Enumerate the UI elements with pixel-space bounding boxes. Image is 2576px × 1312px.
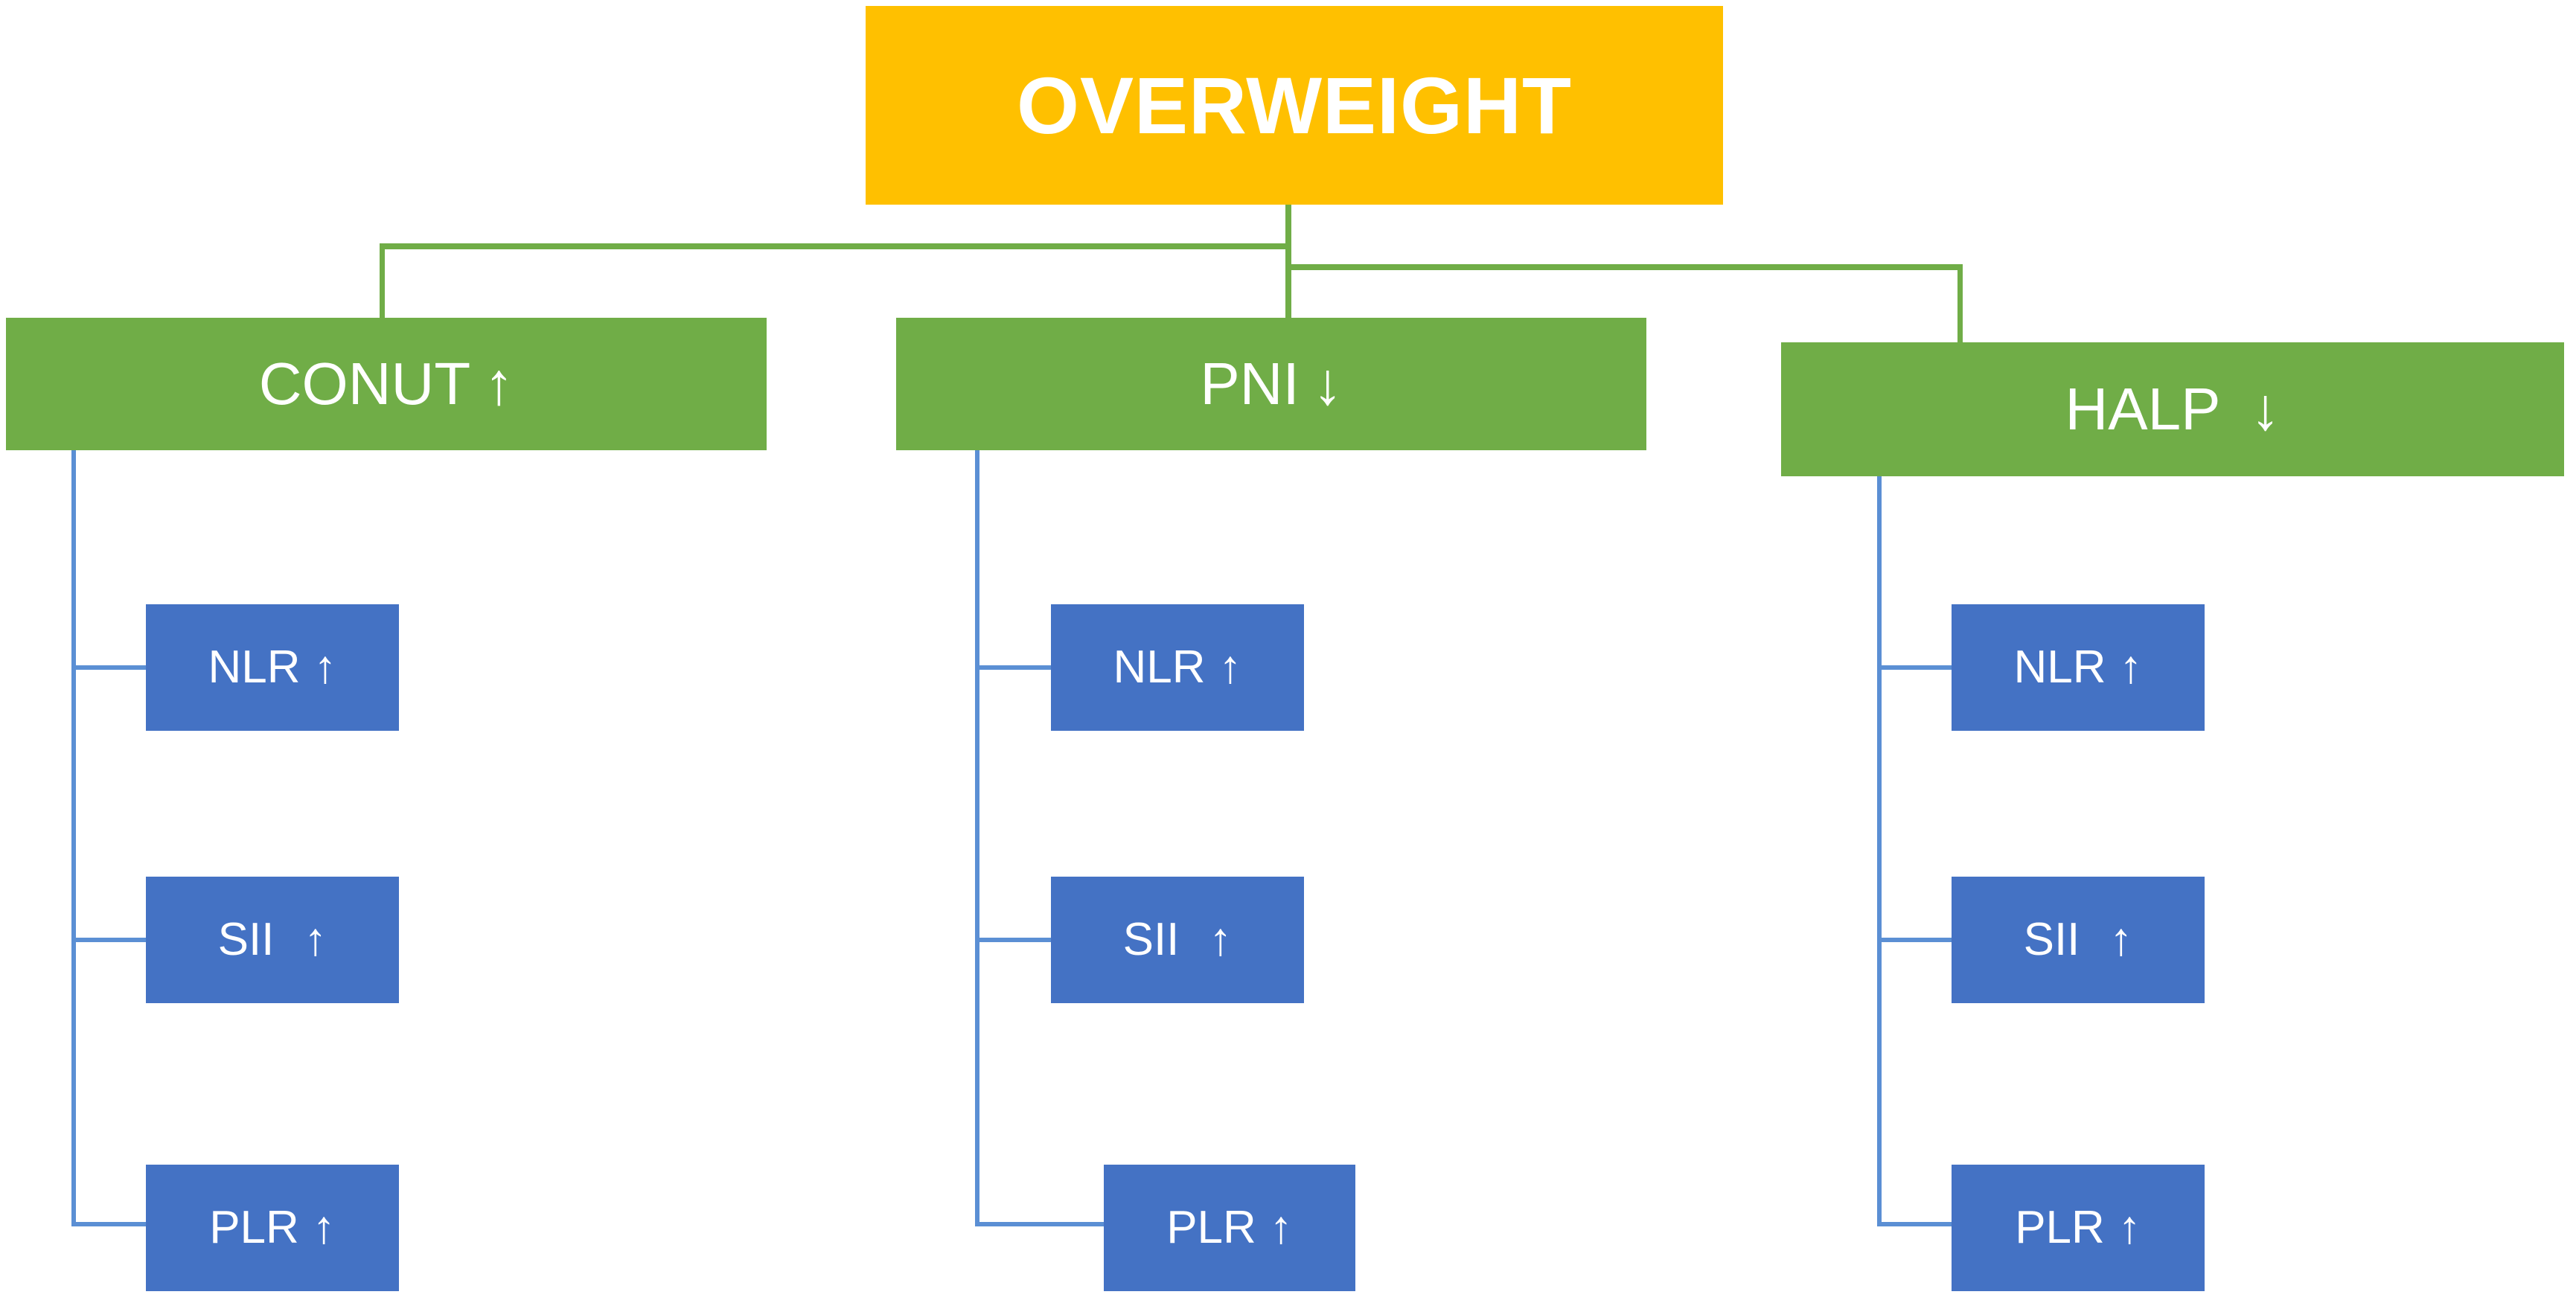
arrow-up-icon: ↑	[484, 351, 514, 417]
connector-col1-to-sii	[71, 938, 147, 942]
arrow-up-icon: ↑	[1218, 641, 1242, 693]
connector-branch-left-horizontal	[380, 243, 1289, 249]
connector-col1-spine	[71, 450, 76, 1226]
connector-col1-to-plr	[71, 1222, 147, 1226]
connector-col2-to-nlr	[975, 665, 1053, 670]
connector-col2-spine	[975, 450, 979, 1226]
node-conut-plr-label: PLR	[209, 1202, 299, 1253]
node-overweight[interactable]: OVERWEIGHT	[866, 6, 1723, 205]
node-halp-label: HALP	[2065, 376, 2221, 442]
connector-col3-to-plr	[1877, 1222, 1953, 1226]
node-halp-plr-label: PLR	[2015, 1202, 2105, 1253]
arrow-up-icon: ↑	[2119, 641, 2143, 693]
arrow-up-icon: ↑	[1269, 1202, 1293, 1253]
node-conut[interactable]: CONUT ↑	[6, 318, 767, 450]
node-pni-plr-label: PLR	[1166, 1202, 1256, 1253]
node-conut-plr[interactable]: PLR ↑	[146, 1165, 399, 1291]
node-pni-nlr-label: NLR	[1113, 641, 1206, 693]
arrow-up-icon: ↑	[1209, 914, 1233, 965]
node-pni-plr[interactable]: PLR ↑	[1104, 1165, 1355, 1291]
arrow-up-icon: ↑	[312, 1202, 336, 1253]
connector-branch-right-horizontal	[1285, 264, 1963, 270]
connector-branch-right-drop	[1957, 264, 1963, 342]
connector-col2-to-plr	[975, 1222, 1106, 1226]
node-conut-sii[interactable]: SII ↑	[146, 877, 399, 1003]
node-halp-sii[interactable]: SII ↑	[1952, 877, 2205, 1003]
connector-col1-to-nlr	[71, 665, 147, 670]
node-halp[interactable]: HALP ↓	[1781, 342, 2564, 476]
node-conut-label: CONUT	[258, 351, 471, 417]
node-halp-plr[interactable]: PLR ↑	[1952, 1165, 2205, 1291]
connector-col2-to-sii	[975, 938, 1053, 942]
node-conut-nlr[interactable]: NLR ↑	[146, 604, 399, 731]
connector-col3-to-sii	[1877, 938, 1953, 942]
node-pni-label: PNI	[1200, 351, 1300, 417]
node-conut-sii-label: SII	[217, 914, 275, 965]
arrow-up-icon: ↑	[313, 641, 337, 693]
arrow-down-icon: ↓	[2250, 376, 2281, 442]
node-pni[interactable]: PNI ↓	[896, 318, 1646, 450]
node-overweight-label: OVERWEIGHT	[1016, 60, 1573, 150]
connector-branch-left-drop	[380, 243, 385, 318]
connector-col3-to-nlr	[1877, 665, 1953, 670]
arrow-up-icon: ↑	[304, 914, 327, 965]
node-halp-sii-label: SII	[2023, 914, 2080, 965]
node-pni-nlr[interactable]: NLR ↑	[1051, 604, 1304, 731]
arrow-up-icon: ↑	[2109, 914, 2133, 965]
node-halp-nlr-label: NLR	[2013, 641, 2106, 693]
arrow-down-icon: ↓	[1312, 351, 1343, 417]
connector-root-stem	[1285, 205, 1291, 270]
connector-branch-middle-drop	[1285, 243, 1291, 318]
arrow-up-icon: ↑	[2118, 1202, 2141, 1253]
node-conut-nlr-label: NLR	[208, 641, 301, 693]
node-pni-sii[interactable]: SII ↑	[1051, 877, 1304, 1003]
node-halp-nlr[interactable]: NLR ↑	[1952, 604, 2205, 731]
connector-col3-spine	[1877, 476, 1882, 1226]
node-pni-sii-label: SII	[1122, 914, 1180, 965]
